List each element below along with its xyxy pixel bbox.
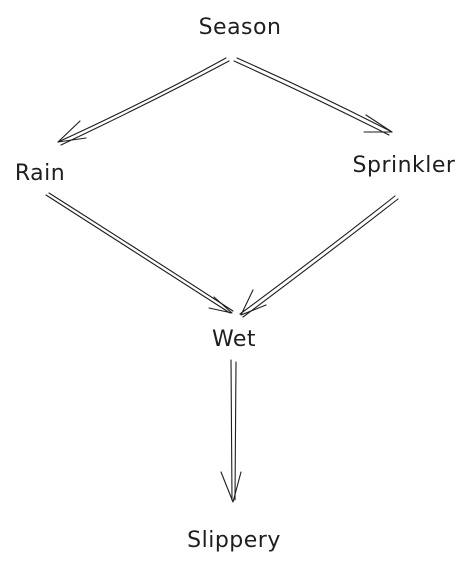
node-rain[interactable]: Rain [15, 161, 65, 186]
node-season[interactable]: Season [199, 15, 282, 40]
edge-wet-to-slippery [220, 359, 242, 503]
arrowhead-wet-right [240, 289, 267, 316]
arrowhead-sprinkler [363, 114, 393, 133]
node-wet[interactable]: Wet [212, 327, 256, 352]
edge-sprinkler-to-wet [239, 195, 399, 318]
node-slippery[interactable]: Slippery [187, 528, 281, 553]
arrowhead-wet-left [208, 296, 233, 314]
node-sprinkler[interactable]: Sprinkler [353, 153, 456, 178]
edge-season-to-rain [57, 57, 230, 146]
arrowhead-rain [57, 120, 87, 143]
edge-season-to-sprinkler [233, 57, 393, 136]
edge-rain-to-wet [45, 192, 234, 314]
arrowhead-slippery [220, 471, 242, 503]
